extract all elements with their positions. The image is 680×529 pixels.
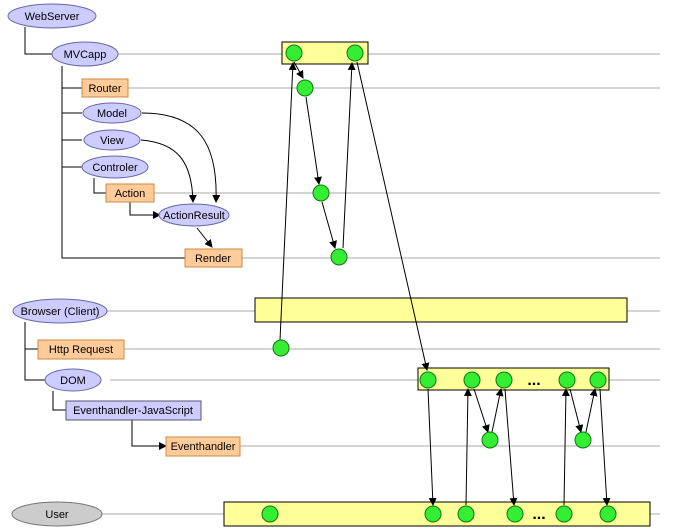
router-label: Router [88,83,121,95]
event-circle [599,505,617,523]
node-model[interactable]: Model [82,102,142,124]
node-httprequest[interactable]: Http Request [37,339,125,360]
node-dom[interactable]: DOM [44,368,102,392]
model-label: Model [97,108,127,120]
webserver-label: WebServer [25,11,80,23]
user-ellipsis: ... [532,506,545,523]
view-label: View [100,135,124,147]
dom-label: DOM [60,375,86,387]
controler-label: Controler [92,162,138,174]
event-circle [574,431,592,449]
message-arrows [279,61,611,506]
dependency-arrows [140,112,221,450]
browser-label: Browser (Client) [21,306,100,318]
action-label: Action [115,188,146,200]
event-circles [261,44,617,523]
event-circle [312,184,330,202]
node-mvcapp[interactable]: MVCapp [51,41,119,67]
eventhandler-js-label: Eventhandler-JavaScript [73,405,193,417]
event-circle [558,371,576,389]
event-circle [261,505,279,523]
event-circle [457,505,475,523]
event-circle [330,248,348,266]
event-circle [285,44,303,62]
event-circle [555,505,573,523]
band-browser [254,297,628,323]
node-actionresult[interactable]: ActionResult [158,203,230,227]
node-eventhandler-js[interactable]: Eventhandler-JavaScript [65,400,202,421]
dom-ellipsis: ... [527,372,540,389]
render-label: Render [195,253,231,265]
user-label: User [45,509,69,521]
event-circle [589,371,607,389]
activity-bands [223,41,651,527]
node-view[interactable]: View [83,129,141,151]
httprequest-label: Http Request [49,344,113,356]
event-circle [481,431,499,449]
eventhandler-label: Eventhandler [171,441,236,453]
event-circle [495,371,513,389]
tree-connectors [24,27,185,447]
node-action[interactable]: Action [105,183,155,203]
event-circle [424,505,442,523]
event-circle [463,371,481,389]
band-mvcapp [281,41,369,65]
event-circle [506,505,524,523]
mvcapp-label: MVCapp [64,49,107,61]
event-circle [296,79,314,97]
node-render[interactable]: Render [184,248,243,268]
node-router[interactable]: Router [81,78,129,98]
node-controler[interactable]: Controler [81,155,149,179]
node-webserver[interactable]: WebServer [7,3,97,29]
actionresult-label: ActionResult [163,210,225,222]
band-dom [417,367,610,391]
event-circle [419,371,437,389]
node-user[interactable]: User [11,501,103,527]
event-circle [272,339,290,357]
node-eventhandler[interactable]: Eventhandler [165,436,241,457]
event-circle [346,44,364,62]
node-browser[interactable]: Browser (Client) [12,298,108,324]
